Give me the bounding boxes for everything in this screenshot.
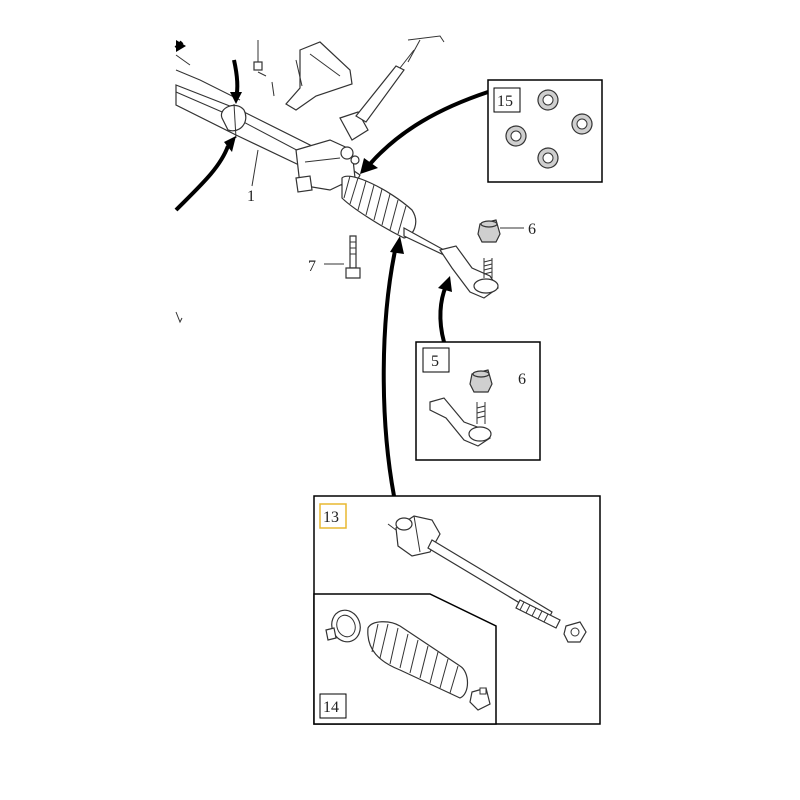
steering-rack-assembly[interactable] <box>175 35 499 299</box>
bolt-part-7[interactable] <box>345 235 361 279</box>
callout-7: 7 <box>308 258 316 275</box>
main-bellows-boot <box>341 175 417 239</box>
box-15-label: 15 <box>497 93 513 110</box>
arrow-box5-to-tie-rod-end <box>438 276 452 343</box>
box-5-tie-rod-end-kit[interactable]: 5 <box>415 341 541 461</box>
hex-nut-icon <box>563 621 587 643</box>
bellows-boot-icon <box>367 621 469 699</box>
callout-6-top: 6 <box>528 221 536 238</box>
outer-tie-rod-end[interactable] <box>439 245 499 299</box>
box-5-label: 5 <box>431 353 439 370</box>
box-14-label: 14 <box>323 699 339 716</box>
boot-clamp-icon <box>325 609 361 643</box>
box-15-clips[interactable]: 15 <box>487 79 603 183</box>
nut-part-6-top[interactable] <box>477 219 501 243</box>
arrow-box15-to-assembly <box>360 90 489 174</box>
small-clip-icon <box>469 687 491 711</box>
arrow-box13-to-assembly <box>381 236 404 497</box>
clip-ring-icon <box>505 89 593 169</box>
callout-1: 1 <box>247 188 255 205</box>
callout-6-box5: 6 <box>518 371 526 388</box>
box-13-label: 13 <box>323 509 339 526</box>
box-14-boot-kit[interactable]: 14 <box>313 593 497 725</box>
left-curved-arrows <box>174 40 242 212</box>
